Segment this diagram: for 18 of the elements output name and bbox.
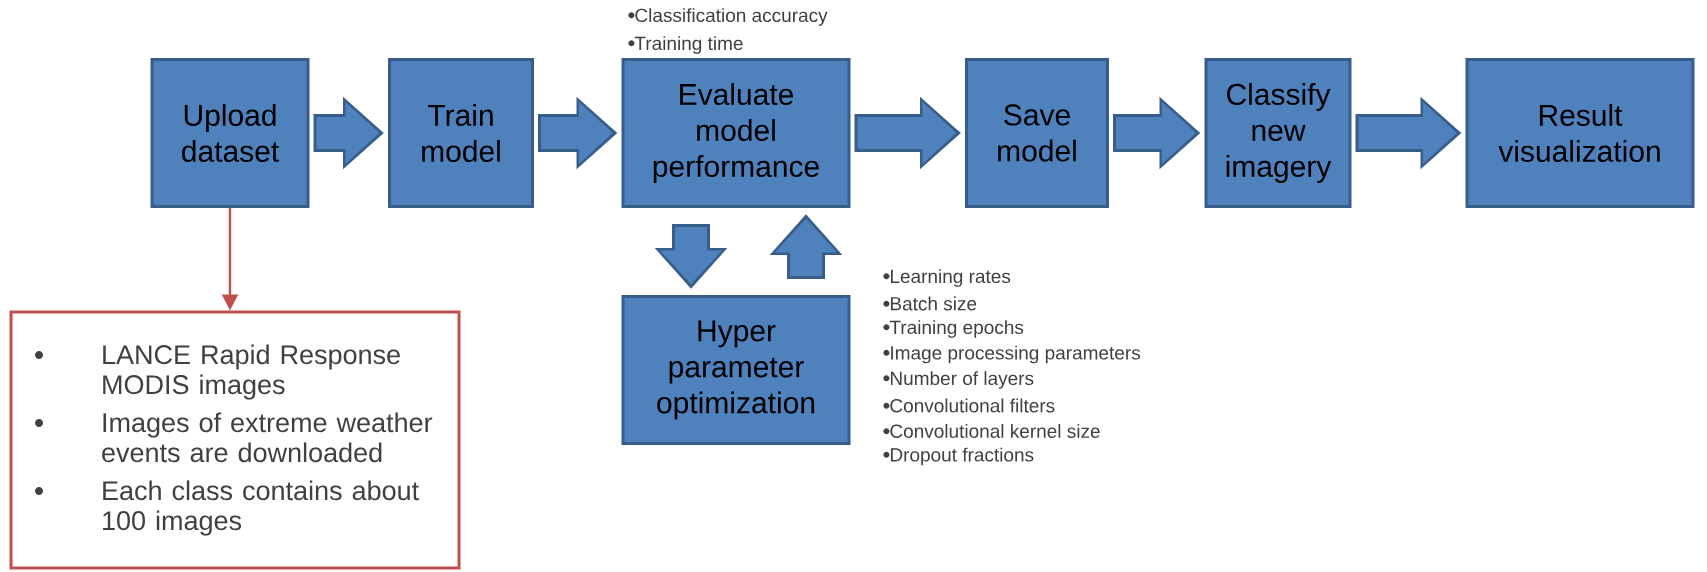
bullet-text: Number of layers — [883, 371, 1034, 389]
bullet-text: Convolutional kernel size — [883, 424, 1100, 438]
bullet-text: Image processing parameters — [883, 345, 1140, 364]
bullet-text: Training time — [628, 36, 743, 54]
process-box: Hyper parameter optimization — [621, 295, 851, 445]
process-box: Train model — [388, 58, 534, 208]
process-box: Classify new imagery — [1204, 58, 1352, 208]
bullet-text: Classification accuracy — [628, 8, 828, 26]
process-box: Save model — [965, 58, 1109, 208]
bullet-text: Convolutional filters — [883, 398, 1055, 413]
bullet-text: Dropout fractions — [883, 447, 1034, 466]
process-box: Evaluate model performance — [621, 58, 851, 208]
bullet-text: Batch size — [883, 296, 977, 311]
bullet-list-box: LANCE Rapid Response MODIS images Images of extreme weather events are downloaded Each class contains about 100 images — [9, 310, 461, 570]
process-box: Result visualization — [1465, 58, 1695, 208]
bullet-text: Training epochs — [883, 320, 1024, 338]
process-box: Upload dataset — [150, 58, 310, 208]
bullet-text: Learning rates — [883, 269, 1011, 287]
